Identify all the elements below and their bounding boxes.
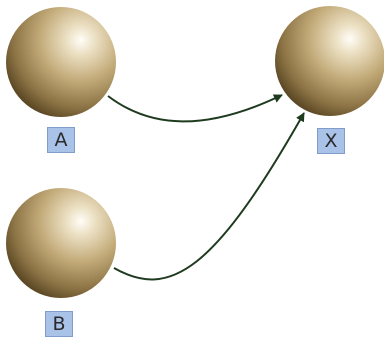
edge-a-to-x (107, 94, 283, 123)
edge-b-to-x (113, 112, 305, 281)
node-label-x: X (317, 128, 345, 154)
node-label-a: A (47, 127, 75, 153)
node-a[interactable] (6, 7, 116, 117)
node-x[interactable] (275, 6, 384, 116)
node-b[interactable] (6, 188, 116, 298)
node-label-b: B (45, 311, 73, 337)
